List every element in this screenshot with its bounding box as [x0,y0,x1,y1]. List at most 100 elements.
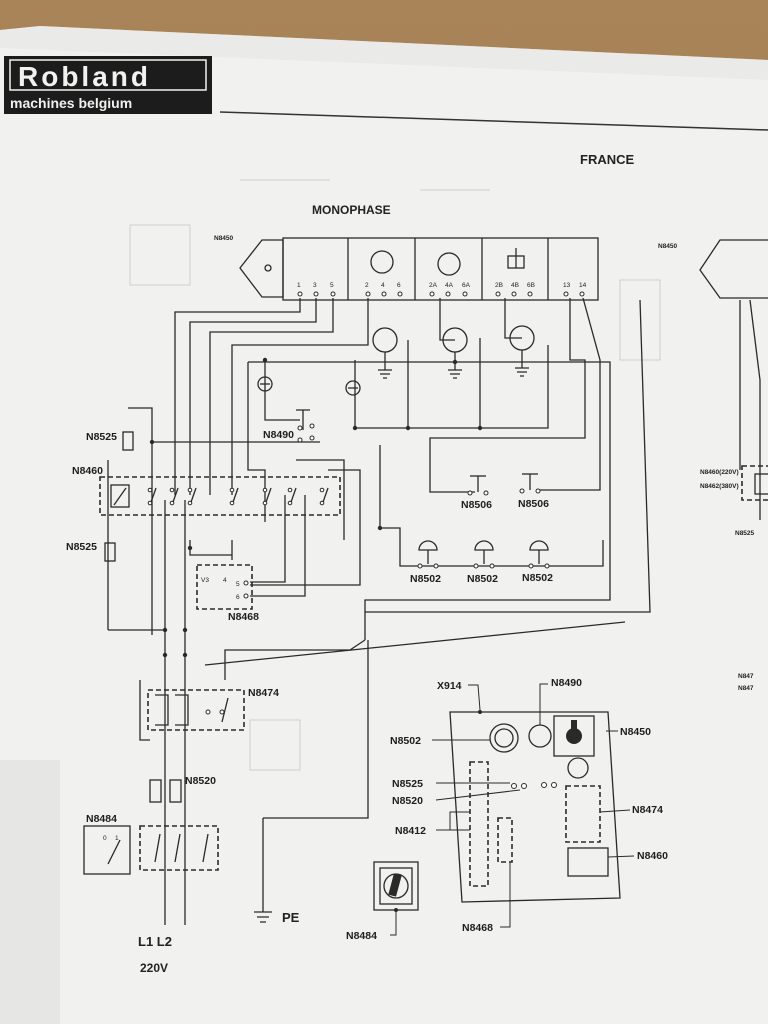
contact-terminal [147,487,153,493]
panel-terminal-label: 6 [397,282,401,289]
switch-n8490 [296,409,315,443]
label-n8520: N8520 [185,775,216,787]
label-n8506-b: N8506 [518,498,549,510]
panel-terminal [313,291,319,297]
thermal-relay-n8474 [147,689,245,731]
panel-terminal-label: 2 [365,282,369,289]
fp-n8468: N8468 [462,922,493,934]
contact-terminal [229,500,235,506]
robland-logo: Robland machines belgium [4,56,212,114]
panel-terminal-label: 13 [563,282,571,289]
panel-terminal-label: 5 [330,282,334,289]
fuse-n8525-top [122,431,134,451]
right-edge-partial-diagram: N8450 N8460(220V) N8462(380V) N8525 N847… [658,239,768,692]
svg-text:1: 1 [115,835,119,842]
svg-text:5: 5 [236,581,240,588]
fp-n8474: N8474 [632,804,663,816]
button-n8506-a [467,475,489,496]
diagram-title: MONOPHASE [312,203,391,217]
label-l1l2: L1 L2 [138,934,172,949]
button-n8506-b [519,473,541,494]
svg-text:N8460(220V): N8460(220V) [700,469,739,476]
label-pe: PE [282,910,300,925]
fp-n8502: N8502 [390,735,421,747]
contact-terminal [287,487,293,493]
emergency-stop-symbol [474,540,494,564]
panel-terminal-label: 6B [527,282,535,289]
panel-terminal [462,291,468,297]
label-n8490: N8490 [263,429,294,441]
label-n8484: N8484 [86,813,117,825]
brand-tagline: machines belgium [10,95,132,111]
panel-terminal [397,291,403,297]
svg-text:N8462(380V): N8462(380V) [700,483,739,490]
emergency-stop-symbol [529,540,549,564]
relay-n8468: V3 4 5 6 [196,564,253,610]
contact-terminal [287,500,293,506]
panel-terminal-label: 3 [313,282,317,289]
label-n8502-b: N8502 [467,573,498,585]
fp-n8525: N8525 [392,778,423,790]
contact-terminal [169,500,175,506]
svg-text:N847: N847 [738,673,754,680]
contact-terminal [262,500,268,506]
contact-terminal [187,500,193,506]
panel-terminal [511,291,517,297]
front-panel-leaders [432,683,635,928]
label-n8502-c: N8502 [522,572,553,584]
label-n8525-top: N8525 [86,431,117,443]
label-n8468: N8468 [228,611,259,623]
brand-name: Robland [18,61,151,92]
panel-terminal [297,291,303,297]
fp-n8484: N8484 [346,930,377,942]
label-n8460: N8460 [72,465,103,477]
bleed-through-marks [129,179,661,771]
panel-terminal [579,291,585,297]
panel-terminal [429,291,435,297]
fp-n8450: N8450 [620,726,651,738]
panel-terminal-label: 6A [462,282,471,289]
panel-terminal-label: 1 [297,282,301,289]
svg-text:V3: V3 [201,577,209,584]
front-panel-x914 [449,710,621,903]
fp-n8460: N8460 [637,850,668,862]
panel-terminal-label: 4A [445,282,454,289]
indicator-lamps [257,376,361,396]
label-n8525-bottom: N8525 [66,541,97,553]
fp-x914: X914 [437,680,462,692]
fp-n8520: N8520 [392,795,423,807]
contact-terminal [229,487,235,493]
panel-terminal [330,291,336,297]
fp-n8412: N8412 [395,825,426,837]
panel-label: N8450 [214,235,234,242]
button-terminal [544,563,550,569]
panel-terminal-label: 2B [495,282,503,289]
label-n8502-a: N8502 [410,573,441,585]
country-label: FRANCE [580,152,634,167]
junctions [149,357,483,658]
fuse-n8520-1 [149,779,162,803]
label-n8506-a: N8506 [461,499,492,511]
panel-terminal [445,291,451,297]
buttons-n8502 [417,540,550,569]
svg-text:4: 4 [223,577,227,584]
panel-terminal [527,291,533,297]
label-n8474: N8474 [248,687,279,699]
ground-symbol [254,911,272,923]
contact-terminal [169,487,175,493]
panel-terminal-label: 14 [579,282,587,289]
panel-terminal [381,291,387,297]
svg-text:6: 6 [236,594,240,601]
contact-terminal [147,500,153,506]
contact-terminal [319,487,325,493]
svg-text:N8450: N8450 [658,243,678,250]
rotary-switch-n8484 [373,861,419,936]
contact-terminal [319,500,325,506]
contact-terminal [187,487,193,493]
fuse-n8520-2 [169,779,182,803]
button-terminal [433,563,439,569]
